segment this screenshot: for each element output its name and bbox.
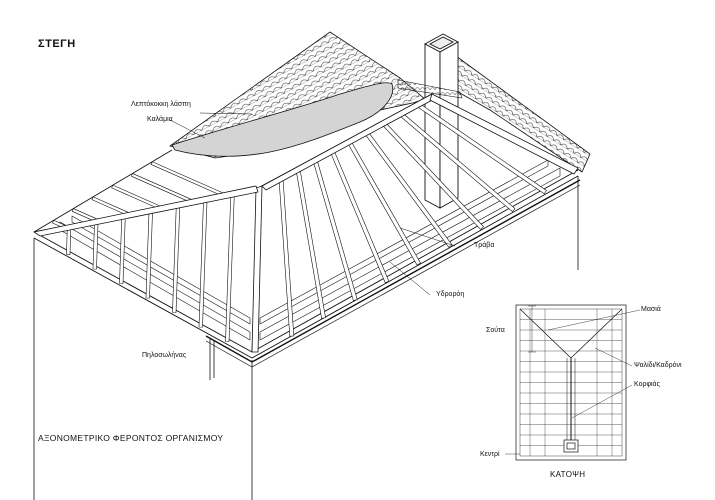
label-gutter: Υδρορόη [436,291,465,298]
tie-beams-left [59,215,251,341]
ridge-tiles [397,79,463,99]
rafter-front [145,211,153,299]
rafters-front [66,195,235,342]
label-beam: Τράβα [474,242,495,249]
roof-plan [505,304,641,461]
rafter-front [225,195,235,342]
plan-title: ΚΑΤΟΨΗ [550,470,586,479]
label-rafter: Ψαλίδι/Καδρόνι [634,362,682,369]
roof-tiles-side [455,55,591,173]
label-ridge-rafter: Μασιά [641,306,661,313]
label-lath: Σούτα [486,327,505,334]
rafter-right [329,149,390,284]
mortar-layer [171,82,394,157]
rafters-left [52,161,227,229]
page-title: ΣΤΕΓΗ [38,38,76,50]
leader-lines [169,112,456,296]
rafter-left [111,184,163,210]
label-center: Κεντρί [480,451,500,458]
rafter-front [66,228,72,255]
rafter-left [150,161,227,198]
axon-title: ΑΞΟΝΟΜΕΤΡΙΚΟ ΦΕΡΟΝΤΟΣ ΟΡΓΑΝΙΣΜΟΥ [38,433,224,443]
label-clay-ridge: Πηλοσωλήνας [142,352,187,359]
rafter-front [119,217,126,284]
hip-rafters [32,93,579,353]
label-ridge: Κορφιάς [634,381,660,388]
walls [33,176,579,500]
rafters-right [278,101,547,337]
label-reeds: Καλάμια [147,116,173,123]
label-fine-mortar: Λεπτόκοκκη λάσπη [131,101,191,108]
